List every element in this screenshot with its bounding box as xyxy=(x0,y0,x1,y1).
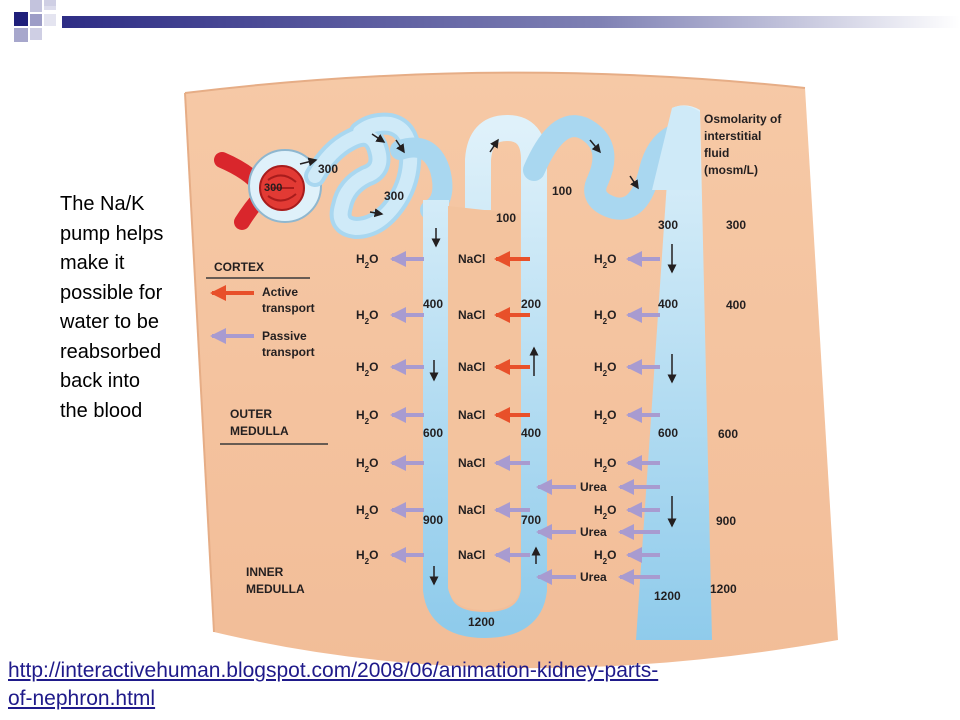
caption-line: The Na/K xyxy=(60,193,145,215)
collecting-water-arrows xyxy=(626,251,660,563)
caption-line: the blood xyxy=(60,399,143,422)
legend-active-label-2: transport xyxy=(262,301,315,315)
inner-medulla-label-1: INNER xyxy=(246,565,284,579)
urea-label: Urea xyxy=(580,570,607,584)
outer-medulla-label-1: OUTER xyxy=(230,407,272,421)
caption-line: back into xyxy=(60,370,141,392)
slide-header-decoration xyxy=(14,0,960,42)
descending-water-arrows xyxy=(390,251,424,563)
caption-line: reabsorbed xyxy=(60,340,162,363)
descending-water-labels: H2O H2O H2O H2O H2O H2O H2O xyxy=(356,252,378,566)
glomerulus-value: 300 xyxy=(264,182,282,194)
tubule-value: 300 xyxy=(658,218,678,232)
urea-labels: Urea Urea Urea xyxy=(580,480,607,584)
background-edge-top xyxy=(184,71,806,94)
loop-of-henle xyxy=(423,114,547,639)
caption-line: make it xyxy=(60,252,125,274)
source-link-line-1[interactable]: http://interactivehuman.blogspot.com/200… xyxy=(8,659,659,682)
tubule-value: 400 xyxy=(423,297,443,311)
caption-line: water to be xyxy=(60,311,159,333)
passive-salt-arrows xyxy=(494,455,530,563)
inner-medulla-label-2: MEDULLA xyxy=(246,582,305,596)
water-label: H2O xyxy=(594,252,616,270)
flow-arrow xyxy=(299,157,318,167)
tubule-value: 300 xyxy=(384,189,404,203)
osmolarity-value: 400 xyxy=(726,298,746,312)
tubule-value: 300 xyxy=(318,162,338,176)
legend-passive-label-1: Passive xyxy=(262,329,307,343)
tubule-value: 1200 xyxy=(654,589,681,603)
water-label: H2O xyxy=(356,252,378,270)
water-label: H2O xyxy=(356,503,378,521)
water-label: H2O xyxy=(594,308,616,326)
flow-arrow xyxy=(371,133,386,143)
tubule-value: 600 xyxy=(423,426,443,440)
salt-label: NaCl xyxy=(458,252,485,266)
salt-labels: NaCl NaCl NaCl NaCl NaCl NaCl NaCl xyxy=(458,252,485,562)
water-label: H2O xyxy=(356,308,378,326)
osmolarity-value: 300 xyxy=(726,218,746,232)
caption-line: pump helps xyxy=(60,222,164,245)
salt-label: NaCl xyxy=(458,360,485,374)
source-link[interactable]: http://interactivehuman.blogspot.com/200… xyxy=(8,657,768,713)
source-link-line-2[interactable]: of-nephron.html xyxy=(8,687,156,710)
tubule-value: 400 xyxy=(658,297,678,311)
water-label: H2O xyxy=(356,408,378,426)
tubule-value: 600 xyxy=(658,426,678,440)
osmolarity-title-1: Osmolarity of xyxy=(704,112,782,126)
water-label: H2O xyxy=(594,408,616,426)
water-label: H2O xyxy=(594,360,616,378)
water-label: H2O xyxy=(356,548,378,566)
explanation-caption: The Na/K pump helps make it possible for… xyxy=(60,190,190,426)
flow-arrow xyxy=(489,138,499,153)
osmolarity-title-3: fluid xyxy=(704,146,729,160)
water-label: H2O xyxy=(594,503,616,521)
tubule-value: 100 xyxy=(552,184,572,198)
flow-arrow xyxy=(369,208,384,218)
water-label: H2O xyxy=(594,456,616,474)
tubule-value: 700 xyxy=(521,513,541,527)
water-label: H2O xyxy=(356,360,378,378)
salt-label: NaCl xyxy=(458,408,485,422)
active-salt-arrows xyxy=(494,251,530,423)
osmolarity-title-2: interstitial xyxy=(704,129,761,143)
salt-label: NaCl xyxy=(458,456,485,470)
urea-label: Urea xyxy=(580,525,607,539)
legend-active-label-1: Active xyxy=(262,285,298,299)
flow-arrow xyxy=(589,139,601,154)
distal-tubule xyxy=(523,115,695,220)
tubule-value: 400 xyxy=(521,426,541,440)
background-edge-left xyxy=(184,92,215,633)
tubule-value: 100 xyxy=(496,211,516,225)
caption-line: possible for xyxy=(60,281,163,304)
osmolarity-value: 600 xyxy=(718,427,738,441)
salt-label: NaCl xyxy=(458,548,485,562)
collecting-duct-upper xyxy=(652,105,700,190)
urea-label: Urea xyxy=(580,480,607,494)
salt-label: NaCl xyxy=(458,503,485,517)
flow-arrow xyxy=(629,175,639,190)
osmolarity-title-4: (mosm/L) xyxy=(704,163,758,177)
osmolarity-value: 900 xyxy=(716,514,736,528)
collecting-water-labels: H2O H2O H2O H2O H2O H2O H2O xyxy=(594,252,616,566)
salt-label: NaCl xyxy=(458,308,485,322)
water-label: H2O xyxy=(356,456,378,474)
tubule-value: 1200 xyxy=(468,615,495,629)
osmolarity-value: 1200 xyxy=(710,582,737,596)
cortex-label: CORTEX xyxy=(214,260,264,274)
collecting-duct xyxy=(636,105,712,640)
tubule-value: 200 xyxy=(521,297,541,311)
tubule-value: 900 xyxy=(423,513,443,527)
urea-arrows xyxy=(536,479,660,585)
water-label: H2O xyxy=(594,548,616,566)
outer-medulla-label-2: MEDULLA xyxy=(230,424,289,438)
flow-arrow xyxy=(395,139,405,154)
legend-passive-label-2: transport xyxy=(262,345,315,359)
